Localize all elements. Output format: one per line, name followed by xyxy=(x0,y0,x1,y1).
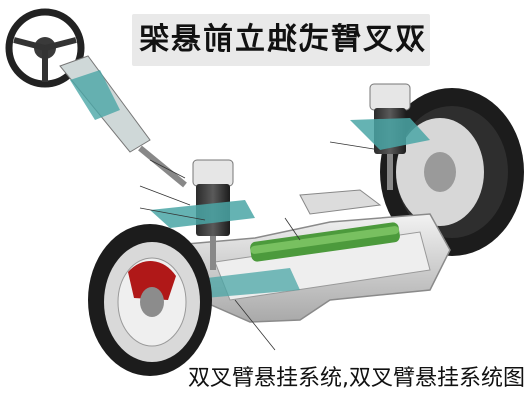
front-wheel-icon xyxy=(88,224,212,376)
title-banner: 双叉臂式独立前悬架 xyxy=(132,14,430,66)
steering-rack xyxy=(250,222,400,262)
image-caption: 双叉臂悬挂系统,双叉臂悬挂系统图 xyxy=(188,366,525,391)
leader-lines xyxy=(139,141,381,351)
title-text-mirrored: 双叉臂式独立前悬架 xyxy=(137,22,425,57)
rear-wheel-icon xyxy=(380,88,524,256)
shock-absorber-icon xyxy=(350,83,430,190)
front-shock-absorber xyxy=(150,159,300,298)
steering-wheel-icon xyxy=(5,8,85,88)
steering-column xyxy=(59,55,187,188)
